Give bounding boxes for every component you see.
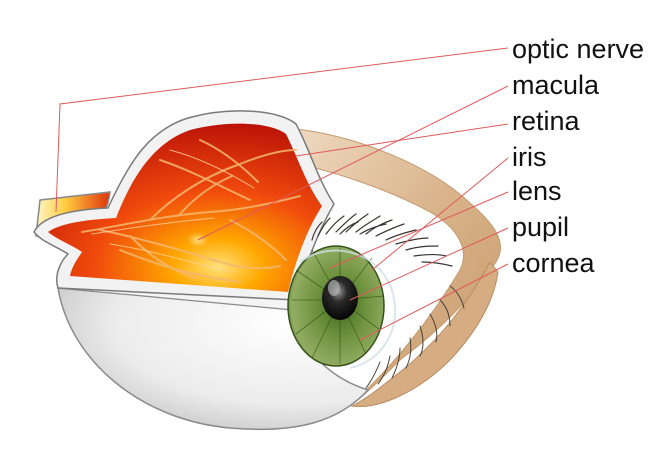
upper-eyelashes — [311, 213, 453, 267]
retinal-vessels — [81, 139, 301, 283]
leader-line-optic-nerve — [55, 47, 509, 213]
label-iris: iris — [512, 142, 547, 172]
label-pupil: pupil — [512, 212, 569, 242]
retinal-vessels-thin — [91, 149, 255, 273]
leader-line-lens — [329, 191, 509, 269]
leader-line-iris — [371, 157, 509, 271]
leader-line-macula — [197, 85, 509, 241]
cornea — [299, 249, 397, 369]
label-optic-nerve: optic nerve — [512, 34, 644, 64]
label-cornea: cornea — [512, 248, 596, 278]
pupil — [322, 276, 358, 320]
label-macula: macula — [512, 70, 600, 100]
leader-line-cornea — [359, 263, 509, 341]
leader-line-retina — [295, 123, 509, 157]
leader-lines — [55, 47, 509, 341]
leader-line-pupil — [349, 227, 509, 301]
lower-eyelashes — [365, 285, 465, 389]
pupil-highlight — [328, 280, 340, 296]
label-retina: retina — [512, 106, 581, 136]
label-lens: lens — [512, 176, 562, 206]
